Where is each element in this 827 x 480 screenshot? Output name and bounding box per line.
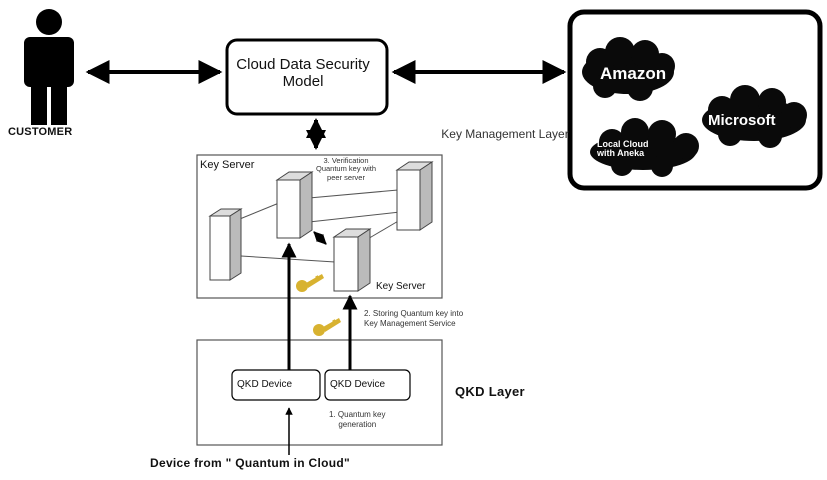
- verification-label: 3. Verification Quantum key with peer se…: [316, 156, 377, 182]
- server-right: [395, 161, 434, 231]
- key-server-lower: [332, 228, 372, 292]
- customer-figure: [24, 9, 74, 125]
- verification-arrow: [313, 231, 327, 245]
- security-model-box: [225, 38, 389, 116]
- server-left: [208, 208, 243, 281]
- qkd-device-box-1: [231, 369, 321, 401]
- storing-line1: 2. Storing Quantum key into: [364, 309, 464, 318]
- verification-line1: 3. Verification: [323, 156, 369, 165]
- server-center: [275, 171, 314, 239]
- local-cloud-label: Local Cloud with Aneka: [597, 139, 649, 159]
- amazon-cloud: [582, 37, 675, 101]
- storing-label: 2. Storing Quantum key into Key Manageme…: [364, 309, 463, 329]
- microsoft-cloud: [702, 85, 807, 148]
- security-model-label: Cloud Data Security Model: [236, 56, 370, 91]
- customer-label: CUSTOMER: [8, 126, 73, 138]
- server-links: [224, 189, 401, 263]
- key-server-title: Key Server: [200, 159, 255, 171]
- qkd-device-1-label: QKD Device: [237, 379, 293, 390]
- microsoft-label: Microsoft: [708, 112, 776, 129]
- verification-line3: peer server: [327, 172, 365, 182]
- quantum-generation-label: 1. Quantum key generation: [329, 410, 385, 431]
- local-cloud-line1: Local Cloud: [597, 139, 649, 149]
- qkd-device-box-2: [324, 369, 411, 401]
- quantum-generation-line2: generation: [338, 420, 377, 430]
- quantum-generation-line1: 1. Quantum key: [329, 410, 386, 419]
- verification-line2: Quantum key with: [316, 164, 377, 174]
- key-icon-2: [313, 318, 341, 336]
- key-server-label: Key Server: [376, 281, 426, 292]
- key-icon: [296, 274, 324, 292]
- amazon-label: Amazon: [600, 64, 667, 83]
- qkd-layer-label: QKD Layer: [455, 384, 525, 399]
- local-cloud: [590, 118, 699, 177]
- device-source-label: Device from " Quantum in Cloud": [150, 456, 351, 470]
- qkd-device-2-label: QKD Device: [330, 379, 386, 390]
- key-management-layer-label: Key Management Layer: [441, 127, 569, 141]
- storing-line2: Key Management Service: [364, 319, 456, 328]
- local-cloud-line2: with Aneka: [597, 148, 645, 159]
